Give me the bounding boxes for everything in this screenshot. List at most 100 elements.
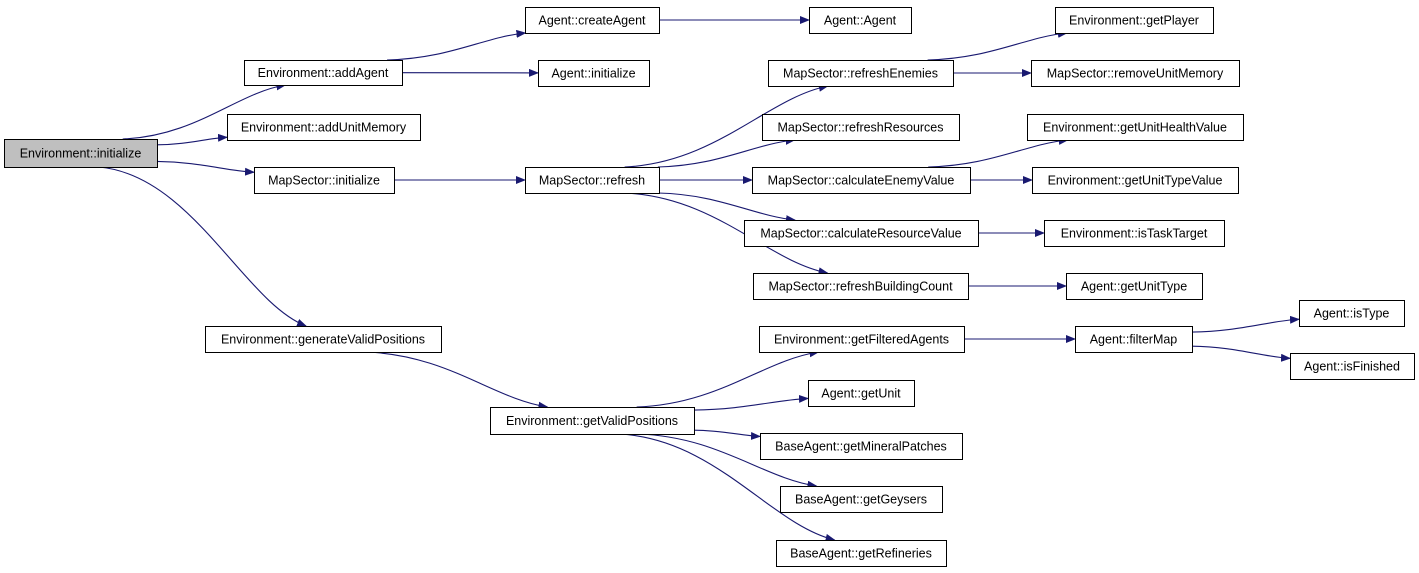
node-env_addUnitMemory[interactable]: Environment::addUnitMemory	[227, 114, 421, 141]
node-box[interactable]	[4, 139, 158, 168]
edge-env_initialize-to-env_addAgent	[122, 82, 287, 140]
node-label: MapSector::initialize	[268, 174, 380, 188]
edge-env_getValidPositions-to-env_getFilteredAgents	[636, 349, 820, 408]
node-box[interactable]	[759, 326, 965, 353]
node-box[interactable]	[1290, 353, 1415, 380]
node-env_getPlayer[interactable]: Environment::getPlayer	[1055, 7, 1214, 34]
node-label: Environment::generateValidPositions	[221, 333, 425, 347]
edges-layer	[98, 16, 1300, 542]
node-ms_refreshEnemies[interactable]: MapSector::refreshEnemies	[768, 60, 954, 87]
node-label: MapSector::removeUnitMemory	[1047, 67, 1224, 81]
node-box[interactable]	[780, 486, 943, 513]
node-label: BaseAgent::getRefineries	[790, 547, 932, 561]
node-ms_refresh[interactable]: MapSector::refresh	[525, 167, 660, 194]
node-box[interactable]	[760, 433, 963, 460]
node-box[interactable]	[762, 114, 960, 141]
edge-env_addAgent-to-agent_createAgent	[387, 29, 527, 61]
node-agent_filterMap[interactable]: Agent::filterMap	[1075, 326, 1193, 353]
node-ba_getRefineries[interactable]: BaseAgent::getRefineries	[776, 540, 947, 567]
node-label: Environment::getFilteredAgents	[774, 333, 949, 347]
node-box[interactable]	[1299, 300, 1405, 327]
edge-agent_filterMap-to-agent_isType	[1191, 315, 1300, 333]
node-ba_getMineralPatches[interactable]: BaseAgent::getMineralPatches	[760, 433, 963, 460]
node-box[interactable]	[776, 540, 947, 567]
node-ms_refreshResources[interactable]: MapSector::refreshResources	[762, 114, 960, 141]
node-box[interactable]	[205, 326, 442, 353]
node-agent_isFinished[interactable]: Agent::isFinished	[1290, 353, 1415, 380]
edge-env_getValidPositions-to-agent_getUnit	[693, 394, 809, 411]
node-label: Agent::getUnit	[821, 387, 901, 401]
node-agent_initialize[interactable]: Agent::initialize	[538, 60, 650, 87]
node-label: Agent::isFinished	[1304, 360, 1400, 374]
node-label: Agent::getUnitType	[1081, 280, 1187, 294]
edge-ms_refresh-to-ms_calculateResourceValue	[657, 192, 797, 224]
node-label: Environment::getUnitTypeValue	[1048, 174, 1223, 188]
edge-ms_refresh-to-ms_refreshBuildingCount	[624, 192, 829, 276]
node-label: Environment::getValidPositions	[506, 414, 678, 428]
edge-env_generateValidPositions-to-env_getValidPositions	[365, 351, 549, 410]
node-env_getUnitTypeValue[interactable]: Environment::getUnitTypeValue	[1032, 167, 1239, 194]
node-env_getFilteredAgents[interactable]: Environment::getFilteredAgents	[759, 326, 965, 353]
edge-ms_refresh-to-ms_refreshResources	[657, 136, 796, 168]
node-env_getUnitHealthValue[interactable]: Environment::getUnitHealthValue	[1027, 114, 1244, 141]
node-label: Agent::createAgent	[538, 14, 646, 28]
edge-agent_filterMap-to-agent_isFinished	[1191, 345, 1291, 362]
node-box[interactable]	[227, 114, 421, 141]
node-agent_agent[interactable]: Agent::Agent	[809, 7, 912, 34]
node-label: BaseAgent::getMineralPatches	[775, 440, 947, 454]
node-ms_calculateEnemyValue[interactable]: MapSector::calculateEnemyValue	[752, 167, 971, 194]
node-box[interactable]	[1075, 326, 1193, 353]
node-env_getValidPositions[interactable]: Environment::getValidPositions	[490, 407, 695, 435]
node-box[interactable]	[744, 220, 979, 247]
node-box[interactable]	[809, 7, 912, 34]
edge-env_getValidPositions-to-ba_getRefineries	[619, 433, 836, 542]
node-box[interactable]	[768, 60, 954, 87]
node-ms_removeUnitMemory[interactable]: MapSector::removeUnitMemory	[1031, 60, 1240, 87]
node-box[interactable]	[254, 167, 395, 194]
node-box[interactable]	[525, 7, 660, 34]
node-agent_createAgent[interactable]: Agent::createAgent	[525, 7, 660, 34]
node-box[interactable]	[752, 167, 971, 194]
node-label: Environment::initialize	[20, 147, 142, 161]
node-box[interactable]	[1032, 167, 1239, 194]
node-box[interactable]	[1044, 220, 1225, 247]
node-box[interactable]	[244, 60, 403, 86]
node-label: Environment::addAgent	[258, 66, 389, 80]
node-label: Environment::getUnitHealthValue	[1043, 121, 1227, 135]
edge-env_getValidPositions-to-ba_getGeysers	[638, 433, 818, 489]
node-box[interactable]	[525, 167, 660, 194]
node-label: MapSector::refresh	[539, 174, 645, 188]
node-box[interactable]	[753, 273, 969, 300]
node-agent_getUnitType[interactable]: Agent::getUnitType	[1066, 273, 1203, 300]
edge-env_getValidPositions-to-ba_getMineralPatches	[693, 429, 761, 440]
edge-ms_calculateEnemyValue-to-env_getUnitHealthValue	[928, 136, 1069, 168]
node-label: MapSector::calculateEnemyValue	[768, 174, 955, 188]
node-label: MapSector::refreshEnemies	[783, 67, 938, 81]
node-ms_calculateResourceValue[interactable]: MapSector::calculateResourceValue	[744, 220, 979, 247]
edge-env_initialize-to-ms_initialize	[156, 160, 255, 176]
node-box[interactable]	[1066, 273, 1203, 300]
node-label: Environment::getPlayer	[1069, 14, 1199, 28]
node-ba_getGeysers[interactable]: BaseAgent::getGeysers	[780, 486, 943, 513]
node-agent_getUnit[interactable]: Agent::getUnit	[808, 380, 915, 407]
node-env_addAgent[interactable]: Environment::addAgent	[244, 60, 403, 86]
node-agent_isType[interactable]: Agent::isType	[1299, 300, 1405, 327]
node-box[interactable]	[1055, 7, 1214, 34]
node-ms_initialize[interactable]: MapSector::initialize	[254, 167, 395, 194]
node-box[interactable]	[1031, 60, 1240, 87]
node-env_generateValidPositions[interactable]: Environment::generateValidPositions	[205, 326, 442, 353]
node-env_isTaskTarget[interactable]: Environment::isTaskTarget	[1044, 220, 1225, 247]
node-box[interactable]	[490, 407, 695, 435]
node-box[interactable]	[808, 380, 915, 407]
node-env_initialize[interactable]: Environment::initialize	[4, 139, 158, 168]
node-label: Agent::filterMap	[1090, 333, 1178, 347]
node-label: Environment::addUnitMemory	[241, 121, 407, 135]
edge-env_initialize-to-env_generateValidPositions	[98, 166, 307, 327]
node-ms_refreshBuildingCount[interactable]: MapSector::refreshBuildingCount	[753, 273, 969, 300]
node-label: Agent::isType	[1314, 307, 1390, 321]
node-box[interactable]	[1027, 114, 1244, 141]
node-label: MapSector::refreshBuildingCount	[768, 280, 953, 294]
node-box[interactable]	[538, 60, 650, 87]
node-label: Agent::initialize	[551, 67, 635, 81]
